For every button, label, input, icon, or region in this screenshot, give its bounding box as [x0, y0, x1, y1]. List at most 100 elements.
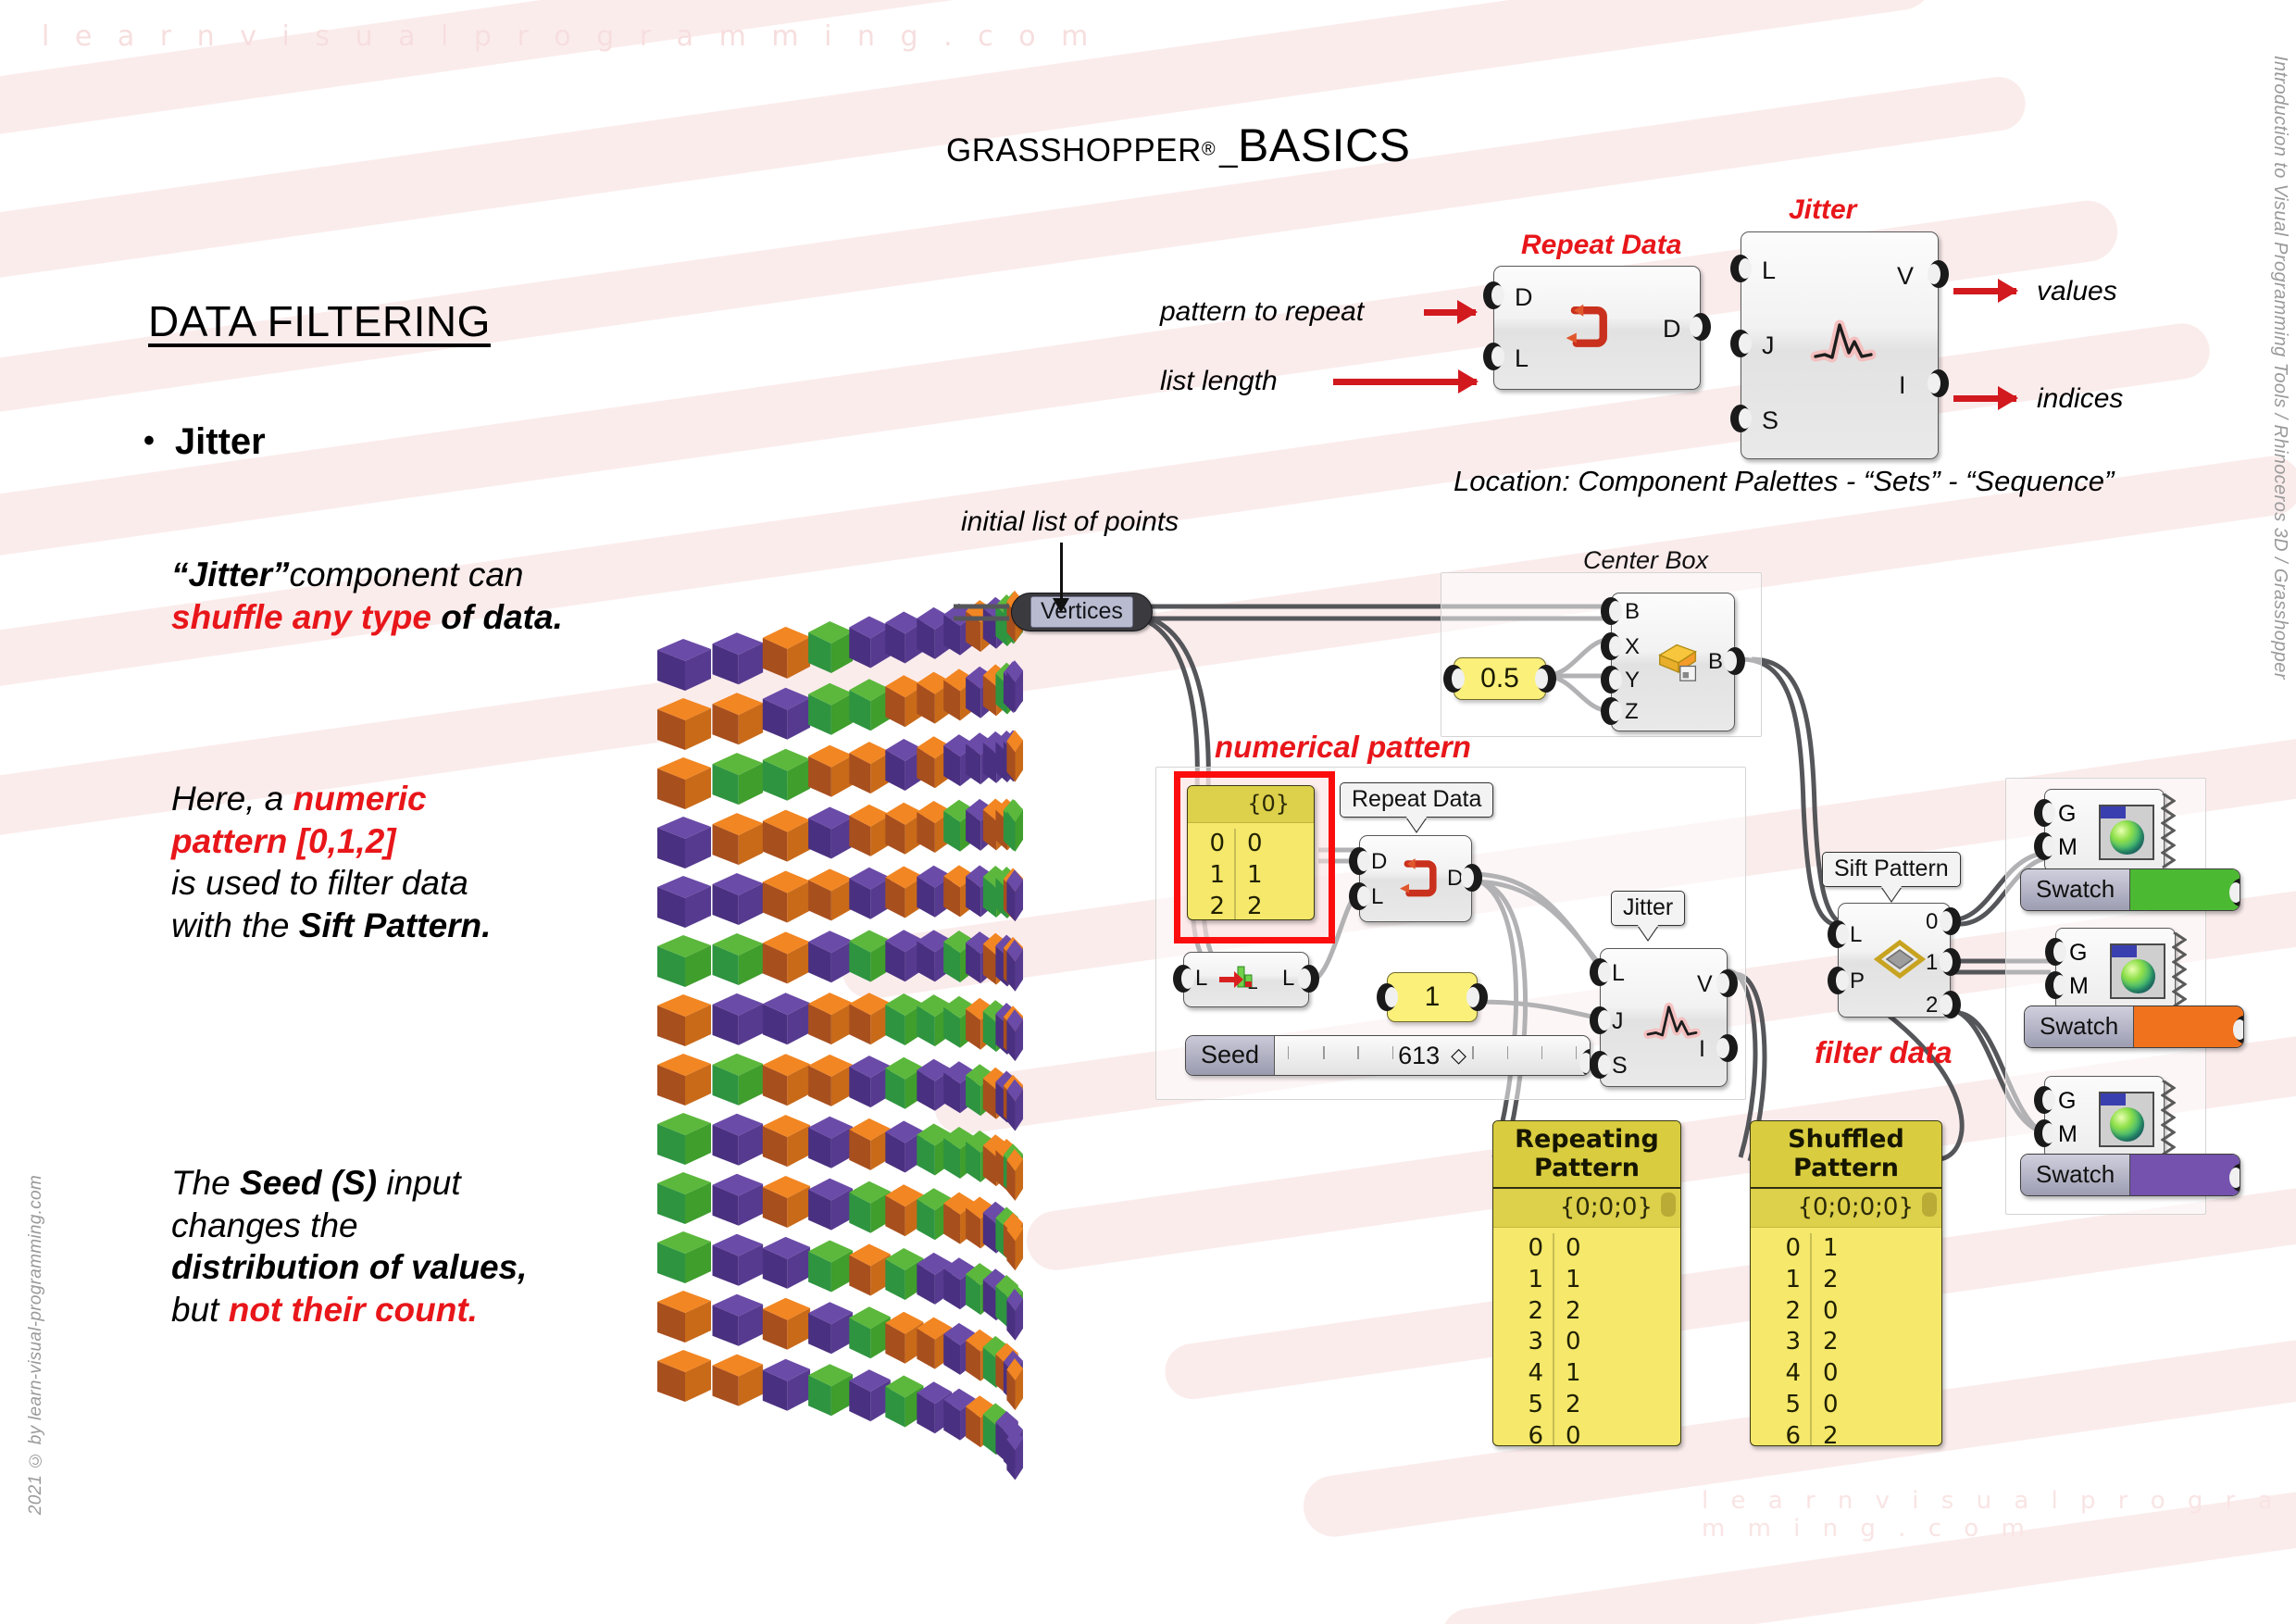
cube: [849, 1118, 891, 1170]
preview2-in-g: G: [2069, 940, 2088, 966]
cube: [712, 1293, 764, 1346]
row-separator: [1234, 859, 1236, 892]
cube: [808, 1054, 854, 1106]
repeat-data-component[interactable]: D L D: [1349, 835, 1482, 922]
p3-part1: The: [171, 1164, 241, 1202]
legend-jitter-in-l: L: [1762, 256, 1777, 284]
sift-in-l: L: [1850, 922, 1863, 947]
repeating-pattern-rows: 001122304152607182: [1493, 1228, 1680, 1445]
sift-pattern-component[interactable]: L P 0 1 2: [1828, 903, 1961, 1018]
list-length-component[interactable]: L L L: [1173, 952, 1319, 1007]
swatch-purple[interactable]: Swatch: [2020, 1154, 2241, 1196]
jitter-icon: [1810, 319, 1877, 363]
center-box-component[interactable]: B X Y Z B: [1601, 593, 1745, 731]
seed-slider-track[interactable]: 613 ◇: [1275, 1036, 1591, 1075]
vertices-label: Vertices: [1030, 596, 1133, 628]
swatch-orange-label: Swatch: [2025, 1006, 2135, 1047]
preview1-in-g: G: [2058, 801, 2077, 827]
cube: [657, 1291, 711, 1343]
cube: [808, 806, 854, 859]
panel-scrollbar[interactable]: [1922, 1193, 1937, 1217]
custom-preview-1[interactable]: G M: [2034, 789, 2176, 872]
numeric-pattern-branch-text: {0}: [1247, 791, 1290, 817]
row-index: 0: [1209, 830, 1225, 857]
cube: [1006, 1079, 1024, 1131]
row-value: 0: [1566, 1328, 1581, 1356]
cube: [849, 930, 891, 982]
cube: [657, 935, 711, 987]
row-index: 4: [1785, 1359, 1801, 1388]
custom-preview-3[interactable]: G M: [2034, 1076, 2176, 1159]
panel-scrollbar[interactable]: [1661, 1193, 1676, 1217]
arrow-values: [1953, 279, 2018, 303]
seed-slider-label: Seed: [1186, 1036, 1276, 1075]
list-length-in-l: L: [1195, 966, 1208, 991]
cube: [849, 742, 891, 794]
center-box-in-z: Z: [1625, 699, 1639, 724]
numeric-pattern-panel[interactable]: {0} 0 0 1 1 2 2: [1187, 785, 1315, 920]
seed-slider[interactable]: Seed 613 ◇: [1185, 1035, 1591, 1076]
bullet-marker: •: [144, 423, 155, 458]
cube: [808, 744, 854, 797]
legend-values-label: values: [2037, 276, 2117, 306]
cube: [808, 868, 854, 921]
cube: [762, 993, 811, 1045]
p1-part1: “Jitter”: [171, 556, 290, 593]
seed-slider-handle[interactable]: ◇: [1451, 1043, 1467, 1067]
p1-part2: component can: [289, 556, 524, 593]
numeric-pattern-rows: 0 0 1 1 2 2: [1188, 823, 1314, 919]
swatch-green[interactable]: Swatch: [2020, 868, 2241, 911]
p2-part2: numeric: [293, 780, 427, 818]
initial-list-note: initial list of points: [961, 506, 1179, 537]
repeating-pattern-branch-text: {0;0;0}: [1559, 1193, 1653, 1221]
legend-repeat-out-d: D: [1663, 315, 1681, 343]
legend-jitter-out-v: V: [1897, 262, 1915, 290]
legend-repeat-data-component[interactable]: D L D: [1483, 266, 1711, 390]
swatch-orange-color[interactable]: [2134, 1006, 2244, 1047]
legend-jitter-in-s: S: [1762, 406, 1779, 434]
custom-preview-2[interactable]: G M: [2045, 928, 2187, 1011]
swatch-purple-color[interactable]: [2130, 1155, 2240, 1195]
preview3-in-m: M: [2058, 1121, 2078, 1147]
p3-part2: Seed (S): [240, 1164, 378, 1202]
cube: [849, 1056, 891, 1108]
shuffled-pattern-branch-text: {0;0;0;0}: [1797, 1193, 1914, 1221]
preview3-in-g: G: [2058, 1088, 2077, 1114]
cube: [657, 994, 711, 1046]
row-index: 0: [1785, 1234, 1801, 1262]
row-index: 4: [1528, 1359, 1543, 1388]
jitter-count-slider[interactable]: 1: [1377, 972, 1488, 1022]
cube: [712, 1113, 764, 1166]
section-title: DATA FILTERING: [148, 297, 491, 345]
row-index: 6: [1785, 1421, 1801, 1446]
vertices-param[interactable]: Vertices: [1011, 593, 1153, 631]
sift-out-1: 1: [1926, 950, 1939, 975]
preview-render-icon: [2110, 943, 2165, 999]
p2-part1: Here, a: [171, 780, 293, 818]
table-row: 0 0: [1188, 829, 1314, 860]
legend-jitter-out-i: I: [1899, 371, 1906, 399]
p1-part3: shuffle any type: [171, 597, 432, 636]
sift-pattern-icon: [1874, 939, 1926, 980]
p2-part3: pattern [0,1,2]: [171, 821, 396, 860]
row-separator: [1553, 1264, 1554, 1296]
legend-jitter-component[interactable]: L J S V I: [1730, 231, 1949, 459]
swatch-green-color[interactable]: [2130, 869, 2240, 910]
jitter-component[interactable]: L J S V I: [1590, 948, 1738, 1087]
bullet-jitter: •Jitter: [144, 421, 266, 463]
preview-render-icon: [2099, 805, 2154, 860]
zigzag-edge: [2172, 932, 2187, 1006]
row-index: 5: [1528, 1390, 1543, 1418]
cube: [657, 1231, 711, 1283]
paragraph-jitter-desc: “Jitter”component can shuffle any type o…: [171, 554, 690, 638]
swatch-orange[interactable]: Swatch: [2024, 1006, 2245, 1048]
sift-pattern-nickname: Sift Pattern: [1822, 852, 1961, 887]
center-box-size-slider[interactable]: 0.5: [1443, 657, 1556, 700]
cube: [712, 1173, 764, 1226]
